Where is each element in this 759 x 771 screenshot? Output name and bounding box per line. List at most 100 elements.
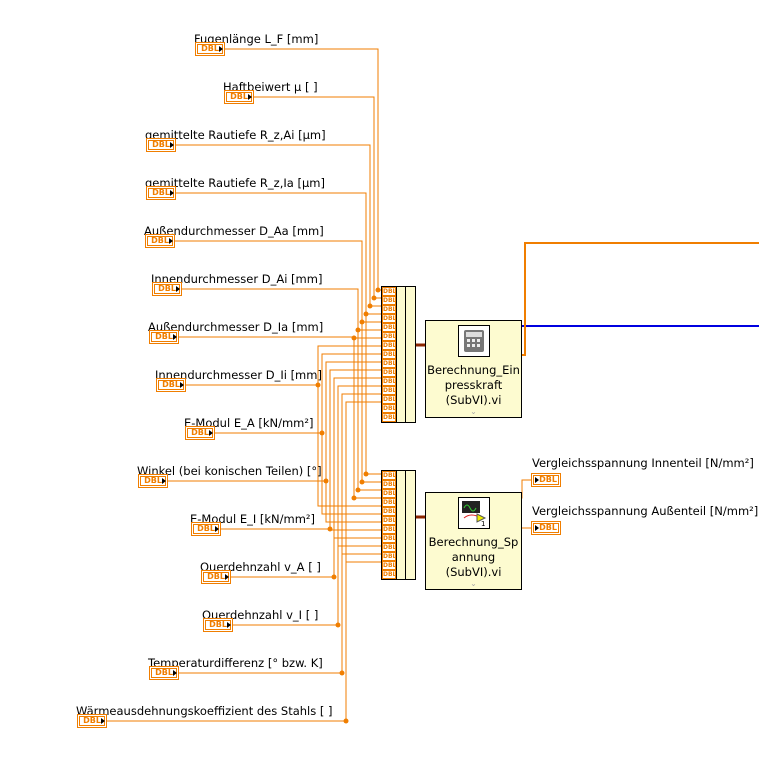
- dbl-wire[interactable]: [231, 377, 381, 578]
- bundle-separator: [396, 287, 397, 422]
- control-terminal[interactable]: DBL: [149, 666, 179, 680]
- control-terminal[interactable]: DBL: [138, 474, 168, 488]
- bundle-input-8[interactable]: DBL: [382, 543, 397, 552]
- control-terminal[interactable]: DBL: [201, 570, 231, 584]
- dbl-wire[interactable]: [221, 369, 381, 530]
- dbl-wire[interactable]: [341, 553, 381, 673]
- bundle-input-2[interactable]: DBL: [382, 489, 397, 498]
- bundle-input-4[interactable]: DBL: [382, 507, 397, 516]
- control-label: Außendurchmesser D_Ia [mm]: [148, 320, 324, 334]
- dbl-wire[interactable]: [179, 336, 381, 339]
- bundle-input-12[interactable]: DBL: [382, 395, 397, 404]
- bundle-input-14[interactable]: DBL: [382, 413, 397, 422]
- bundle-separator: [405, 471, 406, 579]
- calculator-icon: [457, 325, 490, 357]
- dbl-wire[interactable]: [321, 433, 381, 515]
- dbl-wire[interactable]: [254, 96, 381, 299]
- expand-chevron-icon: ⌄: [470, 579, 477, 588]
- control-terminal[interactable]: DBL: [152, 282, 182, 296]
- dbl-wire[interactable]: [520, 242, 759, 356]
- dbl-wire[interactable]: [176, 192, 381, 315]
- dbl-wire[interactable]: [325, 481, 381, 523]
- control-label: Außendurchmesser D_Aa [mm]: [144, 224, 324, 238]
- control-terminal[interactable]: DBL: [156, 378, 186, 392]
- dbl-wire[interactable]: [176, 144, 381, 307]
- indicator-label: Vergleichsspannung Außenteil [N/mm²]: [532, 504, 759, 518]
- control-terminal[interactable]: DBL: [145, 234, 175, 248]
- dbl-type-label: DBL: [148, 140, 174, 150]
- dbl-type-label: DBL: [158, 380, 184, 390]
- subvi-name-line: presskraft: [444, 378, 503, 392]
- dbl-type-label: DBL: [140, 476, 166, 486]
- wire-junction: [363, 471, 369, 477]
- control-terminal[interactable]: DBL: [195, 42, 225, 56]
- bundle-input-10[interactable]: DBL: [382, 377, 397, 386]
- bundle-input-1[interactable]: DBL: [382, 480, 397, 489]
- dbl-wire[interactable]: [357, 289, 381, 491]
- indicator-terminal[interactable]: DBL: [531, 521, 561, 535]
- bundle-input-4[interactable]: DBL: [382, 323, 397, 332]
- dbl-wire[interactable]: [179, 393, 381, 674]
- bundle-input-7[interactable]: DBL: [382, 350, 397, 359]
- control-terminal[interactable]: DBL: [146, 138, 176, 152]
- bundle-input-13[interactable]: DBL: [382, 404, 397, 413]
- dbl-wire[interactable]: [168, 361, 381, 482]
- bundle-input-6[interactable]: DBL: [382, 341, 397, 350]
- bundle-input-5[interactable]: DBL: [382, 516, 397, 525]
- dbl-wire[interactable]: [186, 345, 381, 386]
- dbl-wire[interactable]: [317, 385, 381, 507]
- control-terminal[interactable]: DBL: [146, 186, 176, 200]
- dbl-type-label: DBL: [197, 44, 223, 54]
- bundle-input-5[interactable]: DBL: [382, 332, 397, 341]
- wire-junction: [351, 495, 357, 501]
- bundle-input-6[interactable]: DBL: [382, 525, 397, 534]
- dbl-type-label: DBL: [154, 284, 180, 294]
- svg-text:1: 1: [481, 520, 485, 526]
- bundle-input-0[interactable]: DBL: [382, 287, 397, 296]
- indicator-terminal[interactable]: DBL: [531, 473, 561, 487]
- bundle-input-1[interactable]: DBL: [382, 296, 397, 305]
- dbl-type-label: DBL: [79, 716, 105, 726]
- control-terminal[interactable]: DBL: [191, 522, 221, 536]
- control-label: gemittelte Rautiefe R_z,Ai [μm]: [145, 128, 326, 142]
- dbl-type-label: DBL: [187, 428, 213, 438]
- bundle-input-11[interactable]: DBL: [382, 386, 397, 395]
- bundle-input-2[interactable]: DBL: [382, 305, 397, 314]
- control-terminal[interactable]: DBL: [77, 714, 107, 728]
- dbl-type-label: DBL: [193, 524, 219, 534]
- control-terminal[interactable]: DBL: [149, 330, 179, 344]
- bundle-input-3[interactable]: DBL: [382, 498, 397, 507]
- waveform-graph-icon: 1: [457, 497, 490, 529]
- dbl-wire[interactable]: [333, 537, 381, 577]
- control-label: E-Modul E_I [kN/mm²]: [190, 512, 316, 526]
- control-label: Innendurchmesser D_Ii [mm]: [155, 368, 322, 382]
- dbl-wire[interactable]: [233, 385, 381, 626]
- bundle-input-7[interactable]: DBL: [382, 534, 397, 543]
- indicator-label: Vergleichsspannung Innenteil [N/mm²]: [532, 456, 754, 470]
- control-terminal[interactable]: DBL: [185, 426, 215, 440]
- control-terminal[interactable]: DBL: [224, 90, 254, 104]
- expand-chevron-icon: ⌄: [470, 407, 477, 416]
- dbl-wire[interactable]: [337, 545, 381, 625]
- control-label: Wärmeausdehnungskoeffizient des Stahls […: [76, 704, 333, 718]
- dbl-wire[interactable]: [329, 529, 381, 531]
- subvi-name-line: (SubVI).vi: [445, 565, 502, 579]
- bundle-input-11[interactable]: DBL: [382, 570, 397, 579]
- control-terminal[interactable]: DBL: [203, 618, 233, 632]
- wire-junction: [355, 487, 361, 493]
- dbl-wire[interactable]: [215, 353, 381, 434]
- control-label: gemittelte Rautiefe R_z,Ia [μm]: [145, 176, 325, 190]
- bundle-input-3[interactable]: DBL: [382, 314, 397, 323]
- bundle-input-9[interactable]: DBL: [382, 368, 397, 377]
- dbl-wire[interactable]: [345, 561, 381, 721]
- bundle-input-0[interactable]: DBL: [382, 471, 397, 480]
- subvi-name-line: (SubVI).vi: [445, 393, 502, 407]
- bundle-input-9[interactable]: DBL: [382, 552, 397, 561]
- bundle-separator: [405, 287, 406, 422]
- bundle-input-10[interactable]: DBL: [382, 561, 397, 570]
- dbl-type-label: DBL: [205, 620, 231, 630]
- bundle-input-8[interactable]: DBL: [382, 359, 397, 368]
